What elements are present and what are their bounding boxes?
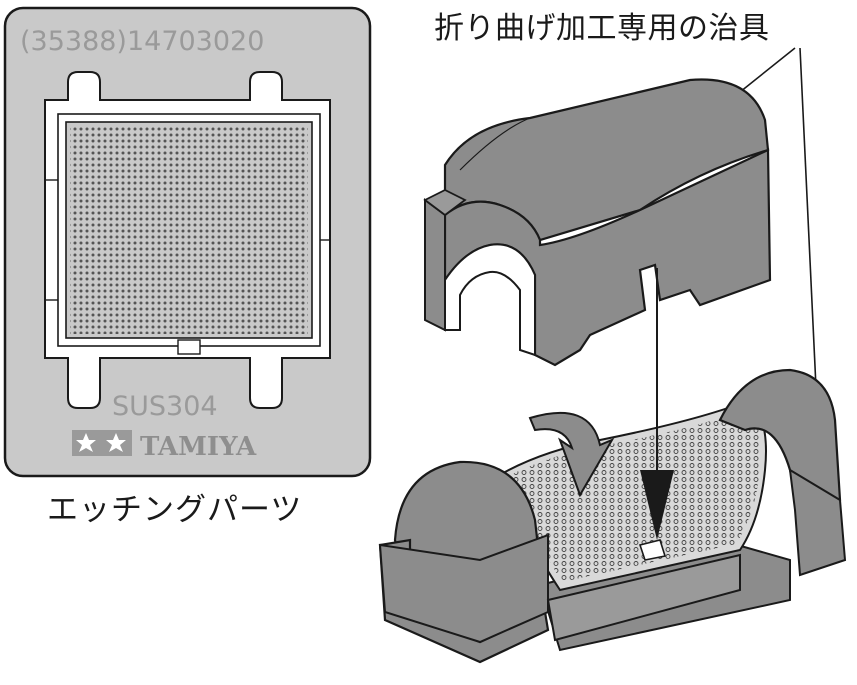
material-mark: SUS304 (112, 391, 218, 422)
brand-mark: TAMIYA (140, 432, 257, 462)
leader-lines (739, 47, 819, 431)
etched-plate: (35388)14703020 SUS304 TAMIYA (3, 6, 372, 478)
fret-frame (44, 71, 331, 409)
tamiya-logo-icon (72, 430, 132, 456)
etching-parts-caption: エッチングパーツ (47, 492, 303, 528)
jig-bottom-assembly (378, 368, 847, 664)
jig-caption: 折り曲げ加工専用の治具 (434, 11, 770, 46)
part-number: (35388)14703020 (20, 26, 264, 57)
curved-arrow-icon (528, 411, 615, 498)
down-arrow-icon (640, 268, 674, 540)
jig-top-piece (423, 78, 772, 367)
